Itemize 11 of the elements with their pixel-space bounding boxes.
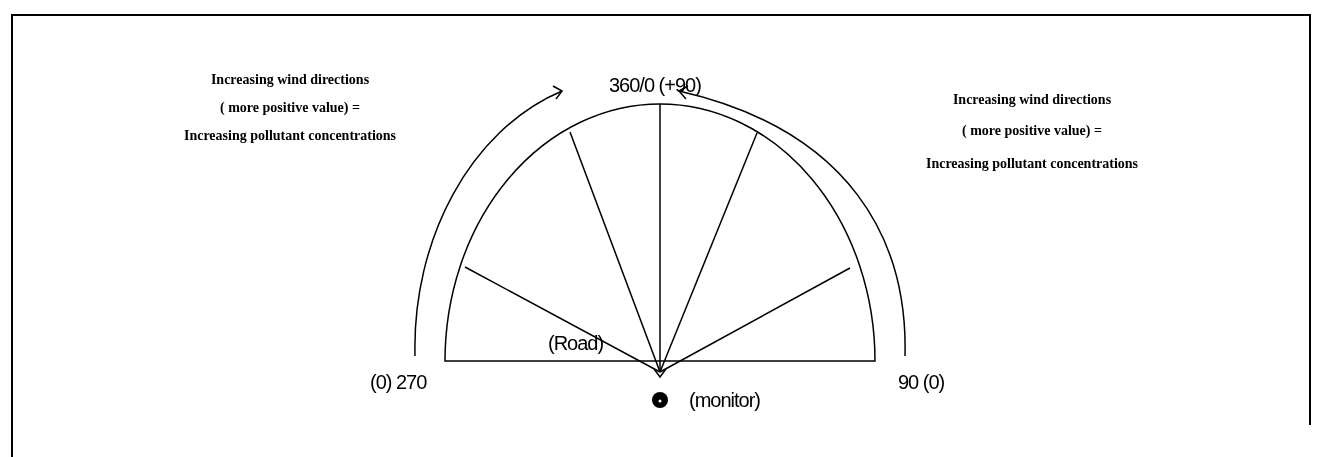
wind-effect-note: ( more positive value) =	[220, 101, 360, 115]
wind-effect-note: Increasing wind directions	[210, 73, 370, 87]
bearing-label: 90 (0)	[898, 372, 945, 392]
monitor-label: (monitor)	[689, 390, 760, 410]
bearing-label: 360/0 (+90)	[609, 75, 701, 95]
bearing-label: (0) 270	[370, 372, 427, 392]
wind-effect-note: Increasing pollutant concentrations	[183, 129, 397, 143]
road-label: (Road)	[548, 333, 604, 353]
wind-effect-note: Increasing pollutant concentrations	[925, 157, 1139, 171]
wind-effect-note: Increasing wind directions	[952, 93, 1112, 107]
wind-effect-note: ( more positive value) =	[962, 124, 1102, 138]
